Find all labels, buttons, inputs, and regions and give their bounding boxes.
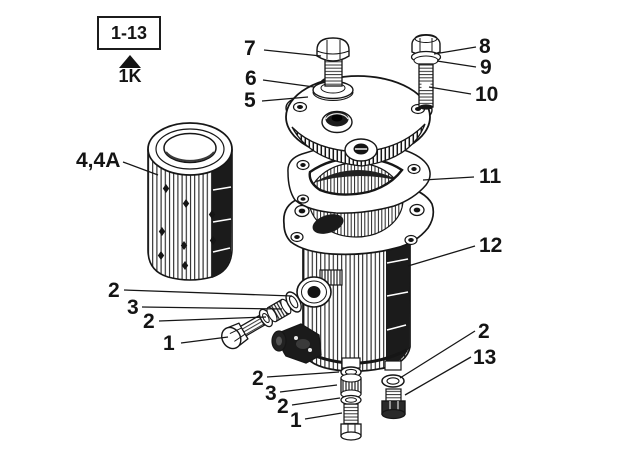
filter-element-drawing bbox=[147, 122, 233, 281]
callout-12: 12 bbox=[479, 234, 503, 257]
callout-3-left: 3 bbox=[127, 296, 139, 319]
callout-5: 5 bbox=[244, 89, 256, 112]
callout-10: 10 bbox=[475, 83, 499, 106]
bottom-fitting-assembly-drawing bbox=[340, 366, 362, 441]
callout-8: 8 bbox=[479, 35, 491, 58]
reference-code-label: 1K bbox=[118, 66, 142, 86]
callout-2-bottom-a: 2 bbox=[252, 367, 264, 390]
callout-9: 9 bbox=[480, 56, 492, 79]
side-bolt-drawing bbox=[410, 34, 442, 110]
callout-7: 7 bbox=[244, 37, 256, 60]
left-plug-assembly-drawing bbox=[221, 291, 302, 350]
callout-11: 11 bbox=[479, 165, 502, 188]
callout-6: 6 bbox=[245, 67, 257, 90]
callout-13: 13 bbox=[473, 346, 497, 369]
callout-4-4a: 4,4A bbox=[76, 149, 121, 172]
cover-bolt-drawing bbox=[312, 37, 354, 102]
callout-1-bottom: 1 bbox=[290, 409, 302, 432]
reference-range-label: 1-13 bbox=[110, 22, 148, 43]
reference-range-box: 1-13 bbox=[97, 16, 161, 50]
callout-3-bottom: 3 bbox=[265, 382, 277, 405]
up-triangle-icon bbox=[119, 55, 141, 68]
callout-2-bottom-b: 2 bbox=[277, 395, 289, 418]
callout-2-left-a: 2 bbox=[108, 279, 120, 302]
right-plug-assembly-drawing bbox=[381, 374, 406, 420]
leader-lines bbox=[122, 46, 477, 420]
callout-2-left-b: 2 bbox=[143, 310, 155, 333]
callout-1-left: 1 bbox=[163, 332, 175, 355]
callout-2-right: 2 bbox=[478, 320, 490, 343]
